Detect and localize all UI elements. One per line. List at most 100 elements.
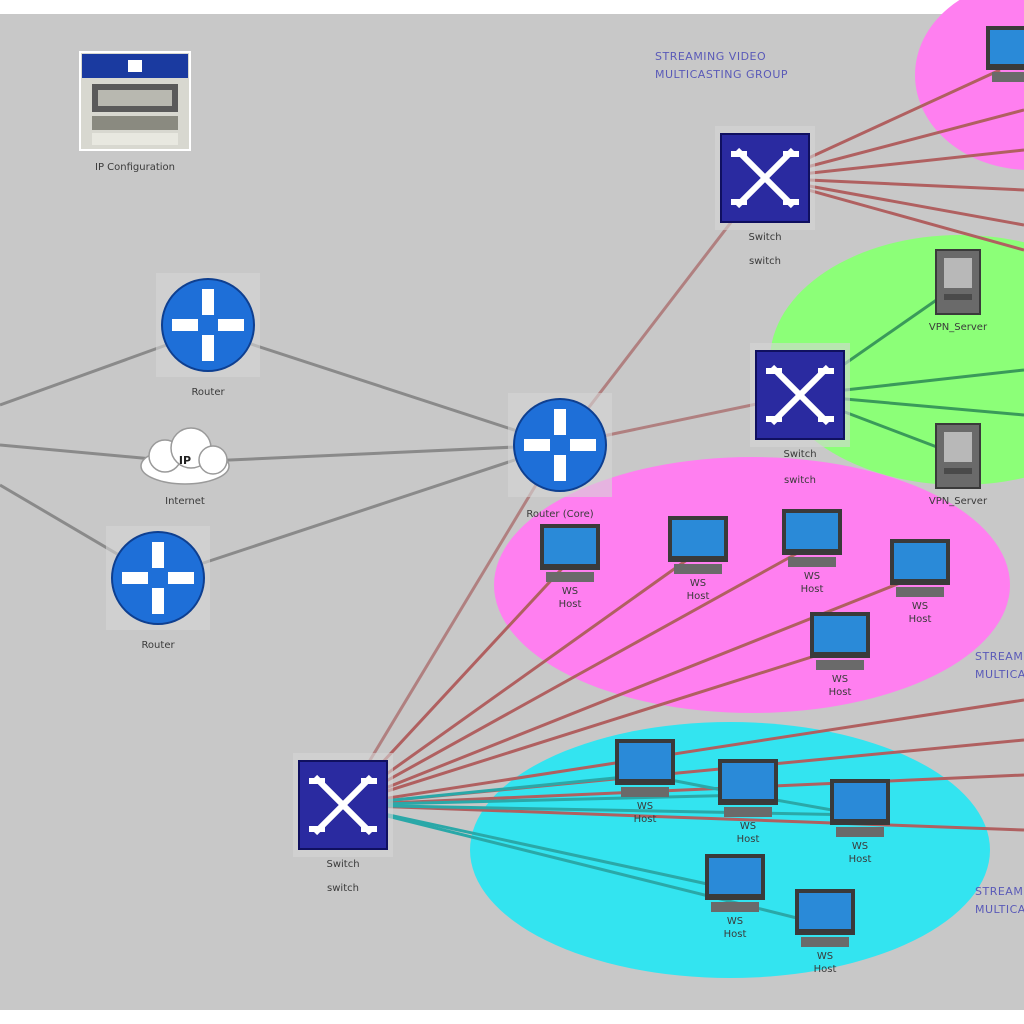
pc-label: WS <box>852 841 868 852</box>
workstation-pc[interactable]: WS Host <box>540 524 600 610</box>
switch-x-icon <box>731 147 799 209</box>
keyboard-icon <box>801 937 849 947</box>
workstation-pc[interactable]: WS Host <box>795 889 855 975</box>
router-label: Router <box>191 387 225 398</box>
workstation-pc[interactable]: WS Host <box>890 539 950 625</box>
link[interactable] <box>342 646 841 807</box>
router-arrows-icon <box>122 542 194 614</box>
workstation-pc[interactable]: WS Host <box>830 779 890 865</box>
workstations: WSHostWSHostWSHostWSHostWSHostWSHostWSHo… <box>540 509 950 975</box>
server-top[interactable]: VPN_Server <box>929 249 988 333</box>
ip-configuration-node[interactable]: IP Configuration <box>79 51 191 173</box>
pc-label: WS <box>727 916 743 927</box>
monitor-icon <box>834 783 886 819</box>
router-core[interactable]: Router (Core) <box>508 393 612 520</box>
group-label-cyan-side-1: STREAMING <box>975 885 1024 898</box>
switch-sublabel: switch <box>749 256 781 267</box>
router-label: Router <box>141 640 175 651</box>
pc-sublabel: Host <box>849 854 872 865</box>
server-label: VPN_Server <box>929 322 988 333</box>
pc-label: WS <box>912 601 928 612</box>
workstation-pc[interactable]: WS Host <box>782 509 842 595</box>
workstation-pc[interactable]: WS Host <box>705 854 765 940</box>
link[interactable] <box>342 803 736 892</box>
link[interactable] <box>342 773 646 807</box>
config-icon <box>128 60 142 72</box>
router-left-bottom[interactable]: Router <box>106 526 210 651</box>
pc-label: WS <box>690 578 706 589</box>
server-label: VPN_Server <box>929 496 988 507</box>
monitor-icon <box>814 616 866 652</box>
group-label-top-line2: MULTICASTING GROUP <box>655 68 788 81</box>
keyboard-icon <box>836 827 884 837</box>
pc-sublabel: Host <box>909 614 932 625</box>
internet-cloud[interactable]: IP Internet <box>140 427 230 507</box>
monitor-icon <box>786 513 838 549</box>
cloud-glyph: IP <box>179 454 191 467</box>
workstation-pc[interactable]: WS Host <box>810 612 870 698</box>
switch-sublabel: switch <box>784 475 816 486</box>
switch-label: Switch <box>326 859 359 870</box>
pc-label: WS <box>832 674 848 685</box>
switch-middle[interactable]: Switch switch <box>750 343 850 486</box>
link[interactable] <box>184 443 561 464</box>
link[interactable] <box>342 773 1024 807</box>
pc-sublabel: Host <box>814 964 837 975</box>
server-icon <box>944 432 972 462</box>
router-label: Router (Core) <box>526 509 593 520</box>
group-label-top-line1: STREAMING VIDEO <box>655 50 766 63</box>
workstation-pc[interactable]: WS Host <box>668 516 728 602</box>
switch-bottom[interactable]: Switch switch <box>293 753 393 894</box>
pc-sublabel: Host <box>801 584 824 595</box>
pc-sublabel: Host <box>724 929 747 940</box>
server-bottom[interactable]: VPN_Server <box>929 423 988 507</box>
pc-sublabel: Host <box>829 687 852 698</box>
workstation-pc[interactable]: WS Host <box>615 739 675 825</box>
monitor-icon <box>619 743 671 779</box>
keyboard-icon <box>816 660 864 670</box>
link[interactable] <box>342 793 749 807</box>
pc-sublabel: Host <box>559 599 582 610</box>
pc-sublabel: Host <box>737 834 760 845</box>
switch-sublabel: switch <box>327 883 359 894</box>
keyboard-icon <box>546 572 594 582</box>
pc-sublabel: Host <box>634 814 657 825</box>
link[interactable] <box>342 550 699 807</box>
pc-label: WS <box>817 951 833 962</box>
group-label-pink-side-2: MULTICAST <box>975 668 1024 681</box>
link[interactable] <box>341 444 562 806</box>
monitor-icon <box>544 528 596 564</box>
cloud-label: Internet <box>165 496 205 507</box>
switch-top[interactable]: Switch switch <box>715 126 815 267</box>
pc-sublabel: Host <box>687 591 710 602</box>
pc-top-right[interactable] <box>986 26 1024 82</box>
switch-x-icon <box>766 364 834 426</box>
monitor-icon <box>709 858 761 894</box>
monitor-icon <box>894 543 946 579</box>
group-label-cyan-side-2: MULTICAST <box>975 903 1024 916</box>
cloud-icon <box>140 427 230 485</box>
switch-x-icon <box>309 774 377 836</box>
link[interactable] <box>342 698 1024 807</box>
server-icon <box>944 258 972 288</box>
keyboard-icon <box>621 787 669 797</box>
link[interactable] <box>157 443 561 580</box>
keyboard-icon <box>724 807 772 817</box>
router-arrows-icon <box>524 409 596 481</box>
keyboard-icon <box>674 564 722 574</box>
pc-label: WS <box>804 571 820 582</box>
link[interactable] <box>342 803 861 817</box>
router-arrows-icon <box>172 289 244 361</box>
link[interactable] <box>207 328 561 447</box>
link[interactable] <box>342 543 813 807</box>
keyboard-icon <box>711 902 759 912</box>
switch-label: Switch <box>748 232 781 243</box>
pc-label: WS <box>637 801 653 812</box>
monitor-icon <box>722 763 774 799</box>
link[interactable] <box>342 803 1024 832</box>
pc-label: WS <box>562 586 578 597</box>
router-left-top[interactable]: Router <box>156 273 260 398</box>
